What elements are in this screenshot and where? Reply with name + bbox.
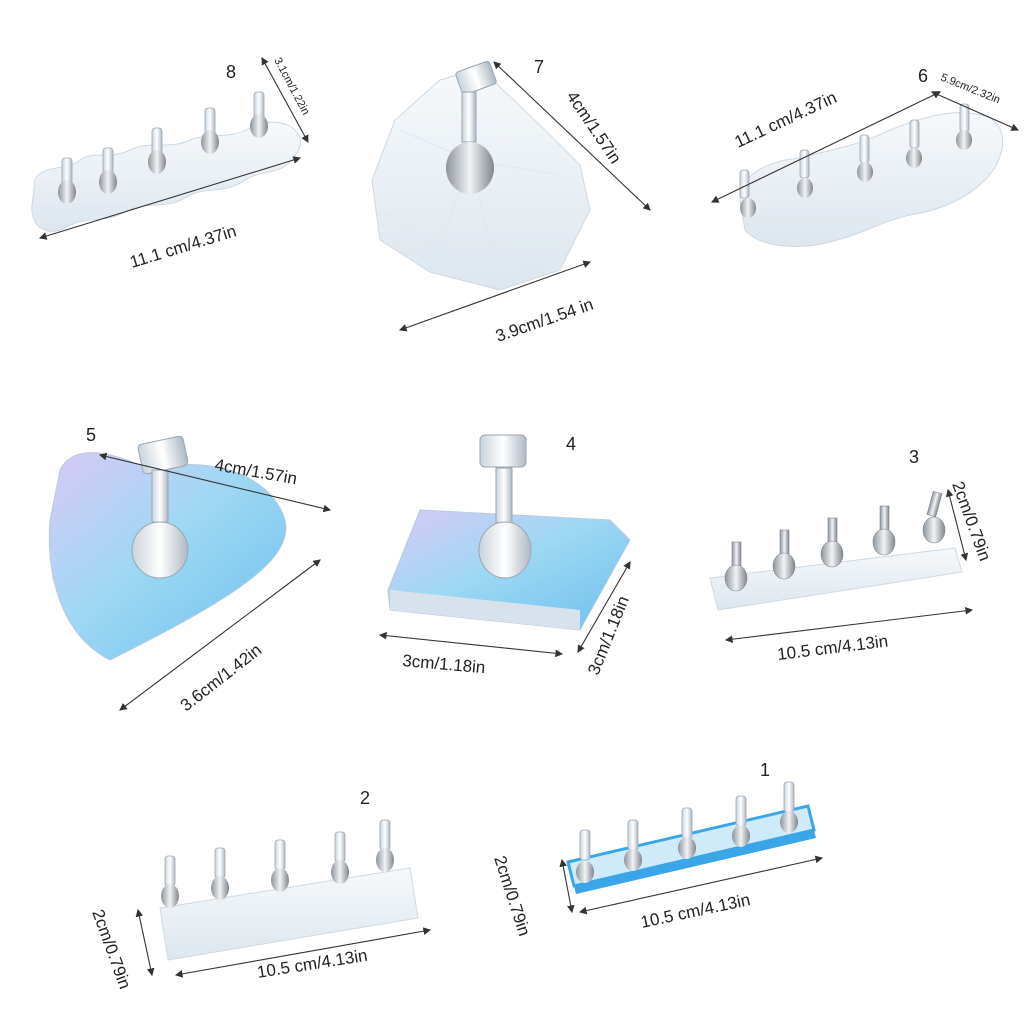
product-1-number: 1: [760, 760, 770, 780]
product-4-number: 4: [566, 434, 576, 454]
product-6: 6 11.1 cm/4.37in 5.9cm/2.32in: [711, 66, 1020, 247]
product-5: 5 4cm/1.57in 3.6cm/1.42in: [48, 425, 332, 715]
product-3-number: 3: [909, 447, 919, 467]
product-7-height: 4cm/1.57in: [563, 88, 625, 168]
product-7-number: 7: [534, 57, 544, 77]
product-1: 1 10.5 cm/4.13in 2cm/0.79in: [490, 760, 824, 938]
product-8: 8 11.1 cm/4.37in 3.1cm/1.22in: [31, 56, 312, 272]
product-6-width: 5.9cm/2.32in: [939, 72, 1002, 107]
product-2-height: 2cm/0.79in: [88, 907, 134, 992]
product-7: 7 4cm/1.57in 3.9cm/1.54 in: [371, 57, 651, 346]
product-1-height: 2cm/0.79in: [490, 853, 534, 938]
product-4-width: 3cm/1.18in: [402, 651, 487, 677]
product-7-width: 3.9cm/1.54 in: [493, 295, 596, 346]
product-6-length: 11.1 cm/4.37in: [732, 88, 840, 152]
product-3-length: 10.5 cm/4.13in: [776, 632, 889, 664]
product-5-number: 5: [86, 425, 96, 445]
product-6-number: 6: [918, 66, 928, 86]
product-2-number: 2: [360, 788, 370, 808]
product-1-length: 10.5 cm/4.13in: [639, 890, 752, 932]
product-2-base: [159, 867, 419, 961]
product-4: 4 3cm/1.18in 3cm/1.18in: [378, 434, 633, 677]
product-3-base: [709, 547, 963, 611]
product-2: 2 10.5 cm/4.13in 2cm/0.79in: [88, 788, 432, 992]
product-8-number: 8: [226, 62, 236, 82]
product-5-depth: 3.6cm/1.42in: [177, 640, 265, 715]
product-8-length: 11.1 cm/4.37in: [128, 221, 239, 271]
product-3: 3 10.5 cm/4.13in 2cm/0.79in: [709, 447, 995, 664]
